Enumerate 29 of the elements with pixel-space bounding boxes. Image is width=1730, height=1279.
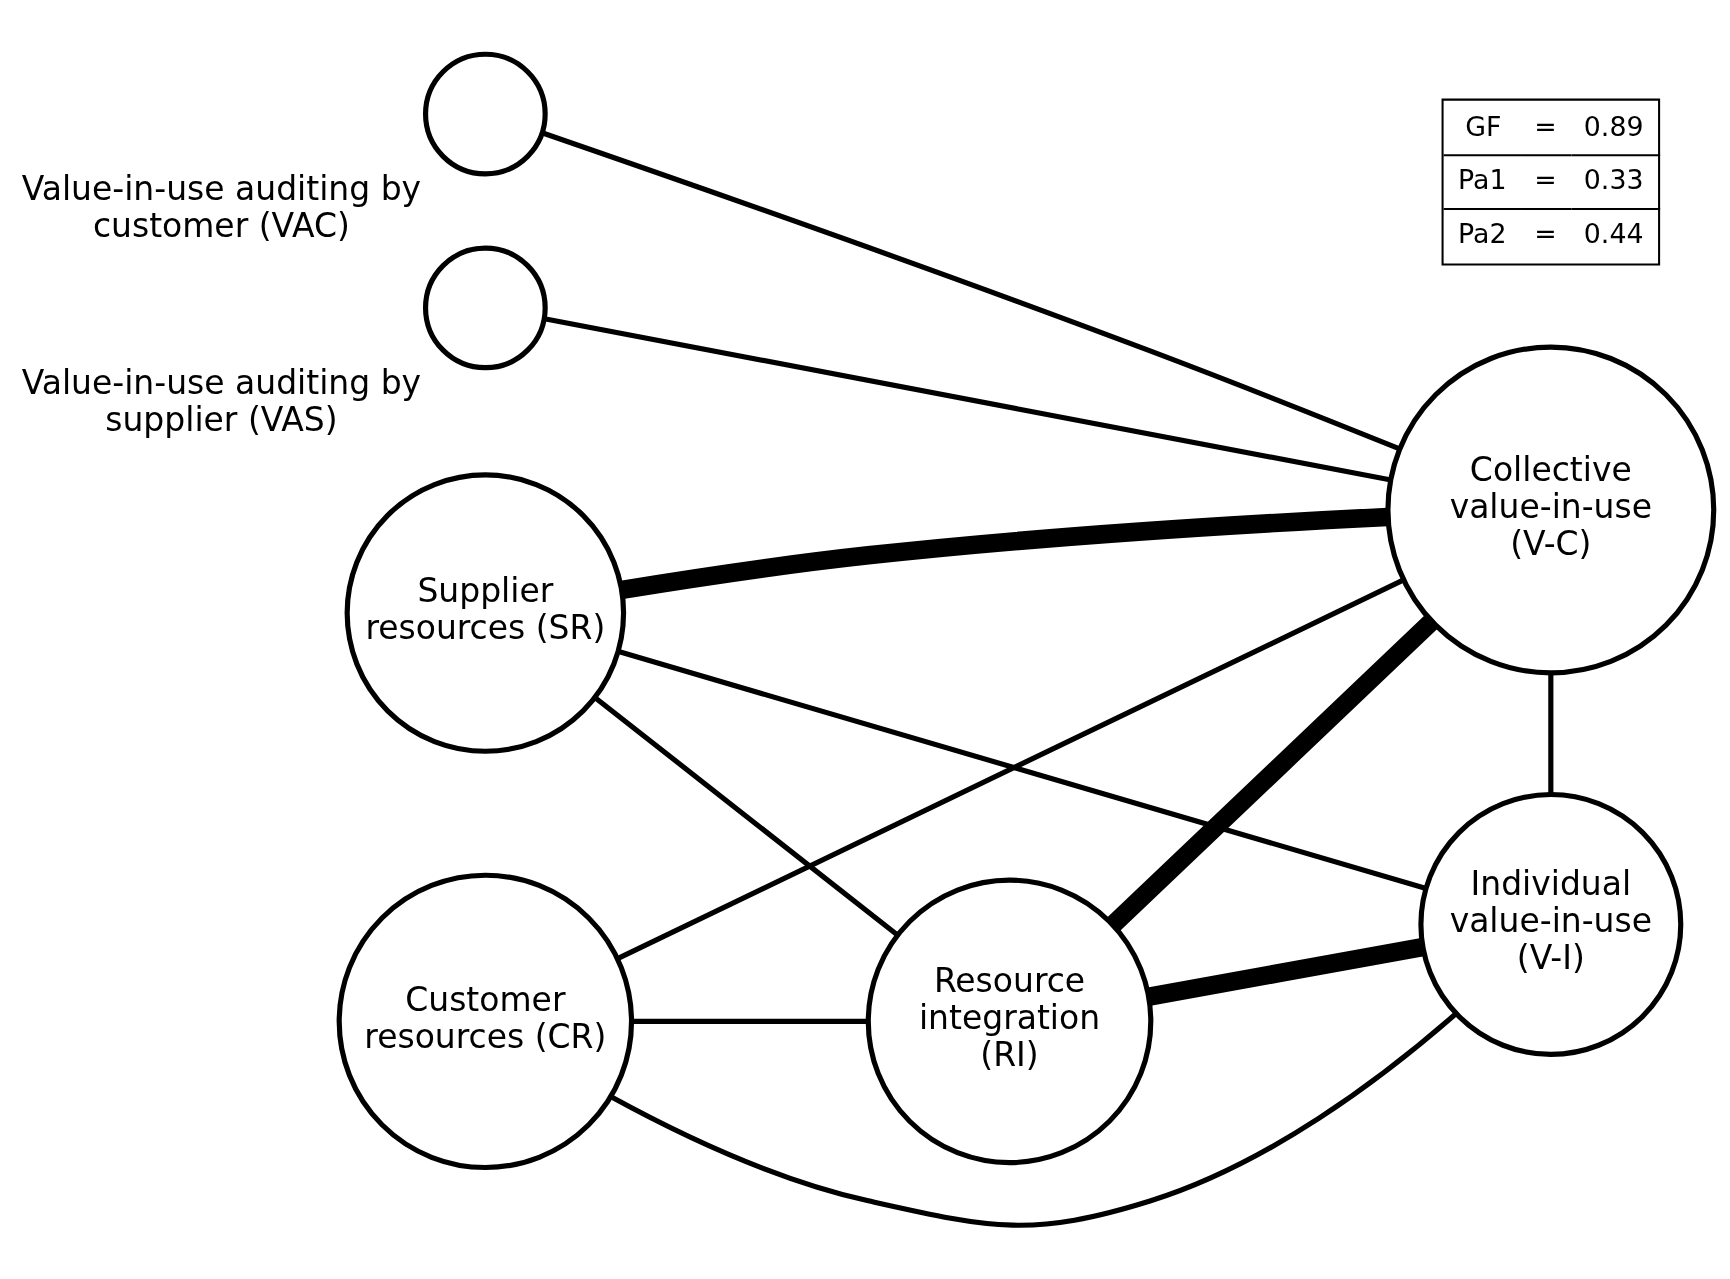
label: 0.33	[1583, 163, 1643, 195]
connector	[541, 130, 1400, 451]
node-circle	[422, 51, 548, 176]
node-label: Value-in-use auditing by supplier (VAS)	[21, 362, 421, 439]
connector	[1147, 937, 1424, 1006]
node-circle: Resource integration (RI)	[865, 877, 1153, 1165]
node-circle: Supplier resources (SR)	[344, 471, 626, 754]
connector	[615, 577, 1404, 961]
connector	[619, 507, 1388, 599]
node-circle: Customer resources (CR)	[336, 872, 634, 1170]
label: =	[1533, 217, 1557, 249]
connector	[543, 315, 1390, 482]
label: =	[1533, 163, 1557, 195]
label: =	[1533, 110, 1557, 141]
connector	[617, 648, 1426, 891]
connector	[631, 1018, 867, 1024]
node-label: Value-in-use auditing by customer (VAC)	[21, 168, 421, 245]
connector	[593, 695, 899, 937]
label: Pa1	[1457, 163, 1506, 195]
node-circle: Individual value-in-use (V-I)	[1417, 791, 1683, 1057]
label: 0.89	[1583, 110, 1643, 141]
label: Pa2	[1457, 217, 1506, 249]
label: 0.44	[1583, 217, 1643, 249]
label: GF	[1464, 110, 1501, 141]
connector	[1547, 672, 1553, 794]
node-circle: Collective value-in-use (V-C)	[1384, 344, 1716, 675]
connector	[609, 1011, 1457, 1228]
connector	[1106, 614, 1438, 931]
node-circle	[422, 245, 548, 370]
